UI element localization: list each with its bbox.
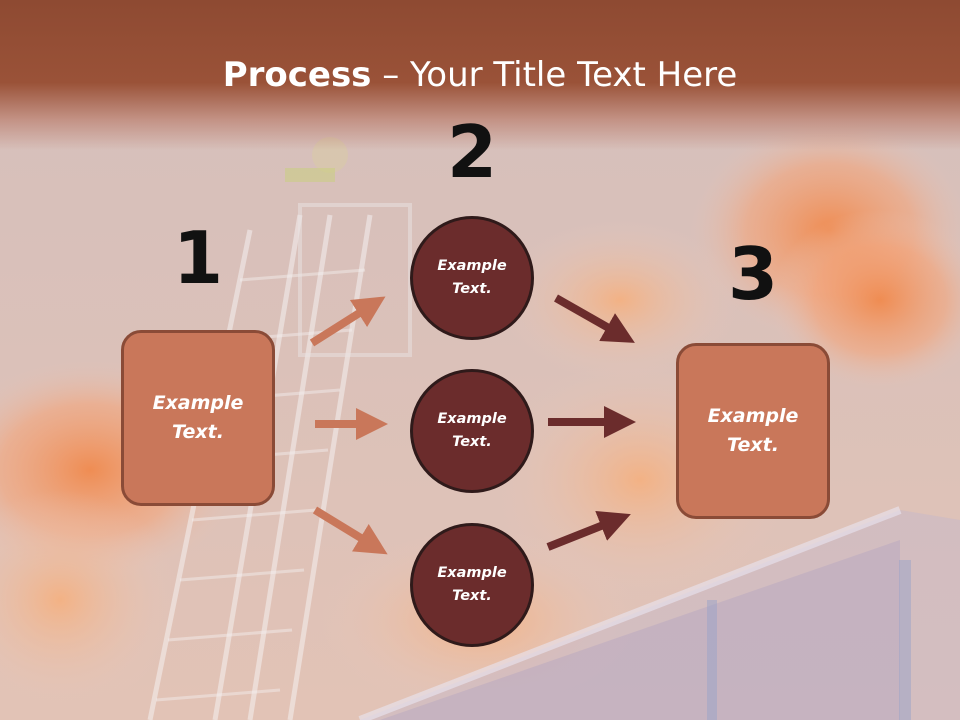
step-3-text-line1: Example <box>707 405 799 427</box>
step-3-text-line2: Text. <box>727 434 779 456</box>
title-bold-part: Process <box>222 55 372 95</box>
step-2-circle-middle[interactable]: Example Text. <box>410 369 534 493</box>
step-number-2: 2 <box>446 110 498 194</box>
circle-bottom-text-line2: Text. <box>452 588 492 604</box>
circle-middle-text-line1: Example <box>437 411 507 427</box>
step-2-circle-top[interactable]: Example Text. <box>410 216 534 340</box>
slide-title: Process – Your Title Text Here <box>0 52 960 98</box>
step-number-3: 3 <box>727 232 779 316</box>
circle-bottom-text-line1: Example <box>437 565 507 581</box>
title-bar <box>0 0 960 150</box>
step-2-circle-bottom[interactable]: Example Text. <box>410 523 534 647</box>
arrow-left-to-circle-bottom <box>312 506 388 555</box>
circle-top-text-line1: Example <box>437 258 507 274</box>
circle-middle-text-line2: Text. <box>452 434 492 450</box>
step-1-text-line2: Text. <box>172 421 224 443</box>
step-1-text-line1: Example <box>152 392 244 414</box>
arrow-left-to-circle-top <box>309 296 386 347</box>
arrow-circle-bottom-to-right <box>546 511 631 551</box>
step-3-box[interactable]: Example Text. <box>676 343 830 519</box>
arrow-circle-top-to-right <box>554 294 635 343</box>
circle-top-text-line2: Text. <box>452 281 492 297</box>
step-1-box[interactable]: Example Text. <box>121 330 275 506</box>
title-rest-part: – Your Title Text Here <box>371 55 738 95</box>
step-number-1: 1 <box>172 216 224 300</box>
